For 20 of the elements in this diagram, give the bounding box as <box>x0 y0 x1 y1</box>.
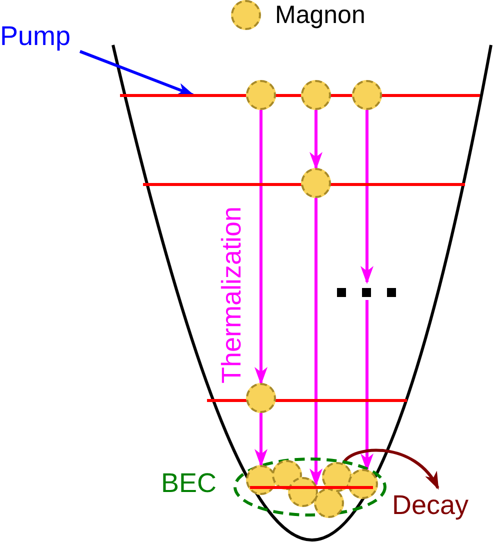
text-label: Decay <box>392 492 469 519</box>
magnon-particle <box>301 80 331 110</box>
arrow <box>360 110 374 284</box>
arrow <box>342 448 440 490</box>
arrow <box>79 50 195 96</box>
text-label: Pump <box>0 23 71 50</box>
process-label: Thermalization <box>218 206 246 384</box>
arrow <box>310 198 322 487</box>
energy-level-line <box>250 486 373 488</box>
magnon-particle <box>301 168 331 198</box>
text-label: BEC <box>161 470 217 497</box>
magnon-particle <box>246 80 276 110</box>
magnon-particle <box>352 80 382 110</box>
energy-level-line <box>143 182 465 186</box>
legend-label: Magnon <box>275 2 366 28</box>
arrow <box>360 300 374 472</box>
arrow <box>254 413 268 467</box>
arrow <box>254 110 268 385</box>
magnon-particle <box>246 383 276 413</box>
arrow <box>310 110 322 170</box>
